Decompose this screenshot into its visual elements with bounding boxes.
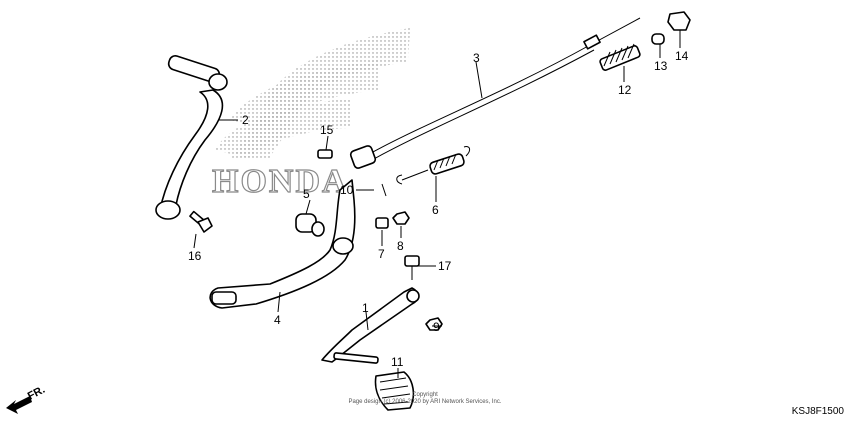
callout-14: 14 bbox=[675, 49, 689, 63]
brand-wing-logo: HONDA bbox=[211, 28, 410, 201]
callout-17: 17 bbox=[438, 259, 452, 273]
copyright-line-2: Page design (c) 2006-2020 by ARI Network… bbox=[348, 399, 501, 405]
adjusting-nut-14 bbox=[667, 11, 691, 31]
kick-lever-1 bbox=[321, 287, 420, 364]
callout-4: 4 bbox=[274, 313, 281, 327]
callout-9: 9 bbox=[433, 320, 440, 334]
callout-10: 10 bbox=[340, 183, 354, 197]
collar-5 bbox=[295, 213, 325, 237]
brake-pedal-4 bbox=[209, 179, 356, 309]
diagram-code: KSJ8F1500 bbox=[792, 406, 845, 417]
direction-label: FR. bbox=[26, 384, 47, 403]
callout-13: 13 bbox=[654, 59, 668, 73]
bolt-16 bbox=[189, 210, 213, 233]
nut-9 bbox=[425, 317, 443, 331]
brake-cable bbox=[349, 17, 641, 169]
sleeve-13 bbox=[651, 33, 665, 45]
bolt-7 bbox=[375, 217, 389, 229]
leader-lines bbox=[193, 30, 681, 378]
callout-6: 6 bbox=[432, 203, 439, 217]
brand-wordmark: HONDA bbox=[212, 163, 349, 200]
callout-12: 12 bbox=[618, 83, 632, 97]
callout-11: 11 bbox=[391, 355, 404, 369]
front-direction-indicator: FR. bbox=[6, 384, 47, 414]
callout-3: 3 bbox=[473, 51, 480, 65]
kick-starter-arm bbox=[155, 55, 228, 220]
callout-numbers: 2 3 15 16 5 4 10 6 7 8 17 1 9 11 12 13 1… bbox=[188, 49, 689, 369]
callout-15: 15 bbox=[320, 123, 334, 137]
direction-arrow-icon bbox=[6, 396, 32, 414]
callout-8: 8 bbox=[397, 239, 404, 253]
callout-5: 5 bbox=[303, 187, 310, 201]
bolt-15 bbox=[317, 149, 333, 159]
callout-7: 7 bbox=[378, 247, 385, 261]
callout-2: 2 bbox=[242, 113, 249, 127]
spring-12 bbox=[599, 43, 641, 71]
callout-1: 1 bbox=[362, 301, 369, 315]
rubber-grip-11 bbox=[374, 371, 415, 411]
return-spring-6 bbox=[396, 146, 471, 185]
cotter-pin-10 bbox=[381, 183, 387, 197]
copyright-line-1: Copyright bbox=[412, 392, 438, 398]
nut-8 bbox=[392, 211, 410, 225]
callout-16: 16 bbox=[188, 249, 202, 263]
bolt-17 bbox=[404, 255, 420, 280]
